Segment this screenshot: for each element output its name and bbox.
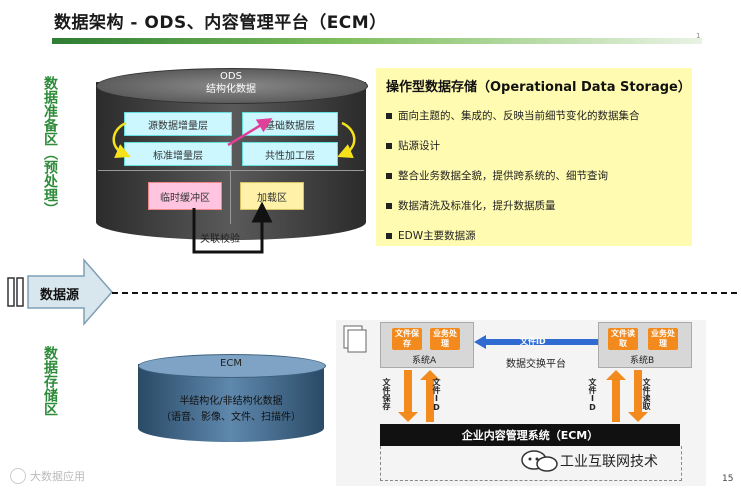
bullet-icon xyxy=(386,143,392,149)
ods-desc-item: 面向主题的、集成的、反映当前细节变化的数据集合 xyxy=(386,108,640,123)
system-b-exchange-arrows xyxy=(606,370,648,422)
bullet-icon xyxy=(386,203,392,209)
ods-description-title: 操作型数据存储（Operational Data Storage） xyxy=(386,80,691,95)
link-check-label: 关联校验 xyxy=(200,234,240,245)
bullet-icon xyxy=(386,173,392,179)
ods-desc-item: 整合业务数据全貌，提供跨系统的、细节查询 xyxy=(386,168,608,183)
exchange-platform-label: 数据交换平台 xyxy=(506,359,566,370)
ods-desc-item: 数据清洗及标准化，提升数据质量 xyxy=(386,198,556,213)
ods-desc-item-text: 数据清洗及标准化，提升数据质量 xyxy=(398,200,556,212)
ecm-system-bar: 企业内容管理系统（ECM） xyxy=(380,424,680,446)
page-title: 数据架构 - ODS、内容管理平台（ECM） xyxy=(54,13,387,33)
system-a-save-button: 文件保存 xyxy=(392,328,422,350)
side-label-staging: 数据准备区（预处理） xyxy=(42,76,58,216)
data-source-arrow xyxy=(7,258,113,326)
ods-desc-item-text: 整合业务数据全貌，提供跨系统的、细节查询 xyxy=(398,170,608,182)
ods-title-line2: 结构化数据 xyxy=(206,84,256,95)
system-b-process-button: 业务处理 xyxy=(648,328,678,350)
document-stack-icon xyxy=(343,325,367,353)
system-a-label: 系统A xyxy=(412,356,437,366)
bullet-icon xyxy=(386,113,392,119)
ods-desc-item-text: 面向主题的、集成的、反映当前细节变化的数据集合 xyxy=(398,110,640,122)
side-label-storage: 数据存储区 xyxy=(42,346,58,416)
ods-title-line1: ODS xyxy=(220,71,242,82)
data-source-dashed-line xyxy=(112,292,737,294)
system-a-id-vlabel: 文件ID xyxy=(432,378,441,412)
ecm-title: ECM xyxy=(220,358,242,369)
ods-desc-item: 贴源设计 xyxy=(386,138,440,153)
ods-desc-item-text: 贴源设计 xyxy=(398,140,440,152)
left-watermark-text: 大数据应用 xyxy=(30,470,85,483)
system-a-exchange-arrows xyxy=(398,370,440,422)
ecm-line2: （语音、影像、文件、扫描件） xyxy=(161,412,301,423)
file-id-arrow xyxy=(474,335,598,349)
ecm-storage-outline xyxy=(380,446,682,481)
system-b-read-button: 文件读取 xyxy=(608,328,638,350)
box-shared-processing: 共性加工层 xyxy=(242,142,338,166)
system-b-label: 系统B xyxy=(630,356,655,366)
file-id-label: 文件ID xyxy=(520,337,546,346)
watermark-logo-icon xyxy=(10,468,26,484)
title-underline xyxy=(52,38,702,44)
ods-description-panel xyxy=(376,68,692,246)
system-a-process-button: 业务处理 xyxy=(430,328,460,350)
ecm-cylinder-top xyxy=(138,354,326,378)
box-temp-buffer: 临时缓冲区 xyxy=(148,182,222,210)
ods-desc-item-text: EDW主要数据源 xyxy=(398,230,476,242)
ods-cylinder-top xyxy=(96,68,368,104)
page-number: 15 xyxy=(722,474,734,484)
ods-flow-arrows xyxy=(112,118,356,254)
system-b-read-vlabel: 文件读取 xyxy=(642,378,651,410)
bullet-icon xyxy=(386,233,392,239)
data-source-label: 数据源 xyxy=(40,288,80,303)
ods-title: ODS 结构化数据 xyxy=(96,70,366,96)
ecm-line1: 半结构化/非结构化数据 xyxy=(179,396,283,407)
title-marker: 1 xyxy=(696,32,701,40)
ods-vertical-divider xyxy=(230,170,231,224)
box-source-increment: 源数据增量层 xyxy=(124,112,232,136)
right-watermark-text: 工业互联网技术 xyxy=(560,454,658,470)
right-watermark: 工业互联网技术 xyxy=(520,448,658,474)
system-b-id-vlabel: 文件ID xyxy=(588,378,597,412)
left-watermark: 大数据应用 xyxy=(10,468,85,484)
ods-desc-item: EDW主要数据源 xyxy=(386,228,476,243)
system-a-save-vlabel: 文件保存 xyxy=(382,378,391,410)
wechat-icon xyxy=(521,450,558,472)
ods-divider xyxy=(98,170,364,171)
box-standard-increment: 标准增量层 xyxy=(124,142,232,166)
